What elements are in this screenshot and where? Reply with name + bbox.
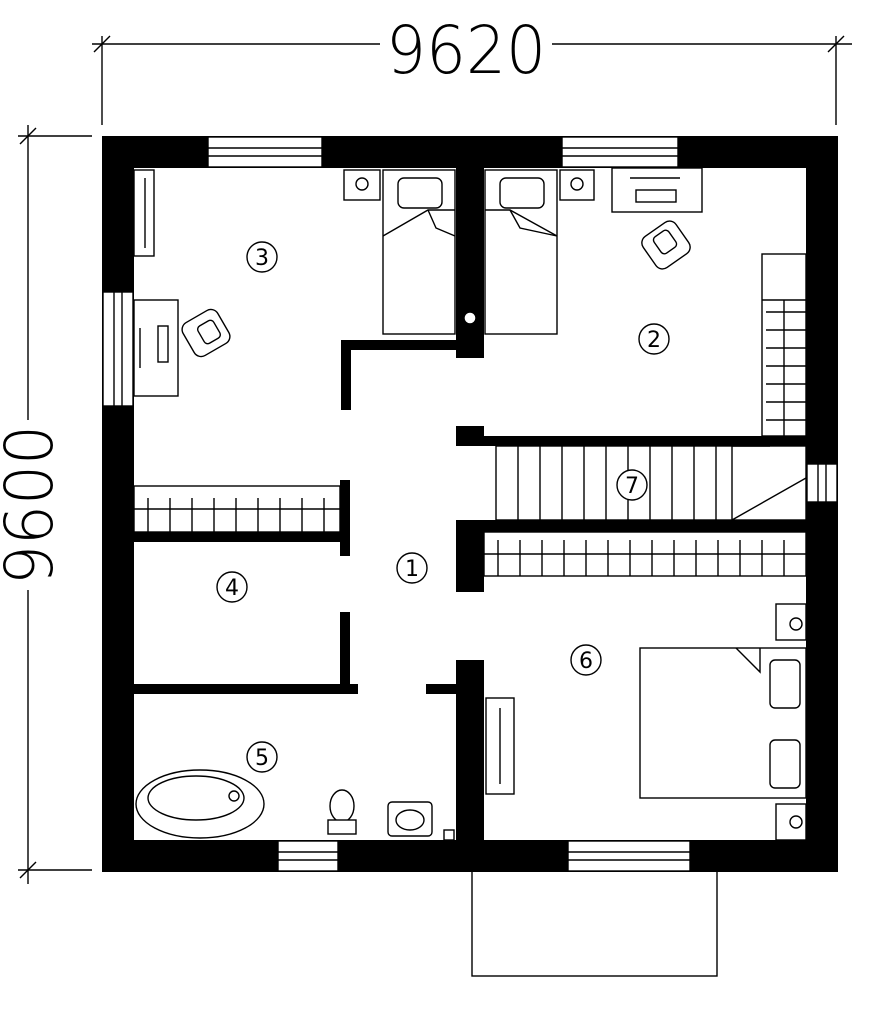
office-chair: [641, 220, 691, 270]
room-number-4: 4: [216, 571, 248, 603]
nightstand: [775, 803, 807, 841]
room-number-7: 7: [616, 469, 648, 501]
interior-walls: [134, 168, 806, 840]
single-bed: [382, 169, 456, 335]
floor-drain: [443, 829, 455, 841]
office-chair: [181, 308, 231, 358]
room-number-2: 2: [638, 323, 670, 355]
toilet: [327, 789, 357, 835]
room-number-3: 3: [246, 241, 278, 273]
desk: [133, 299, 179, 397]
svg-text:2: 2: [647, 328, 661, 353]
window: [207, 136, 323, 168]
room-number-6: 6: [570, 644, 602, 676]
nightstand: [559, 169, 595, 201]
staircase: [495, 445, 807, 522]
room-number-5: 5: [246, 741, 278, 773]
dresser: [133, 169, 155, 257]
desk: [611, 167, 703, 213]
window: [806, 463, 838, 503]
single-bed: [484, 169, 558, 335]
window: [277, 840, 339, 872]
svg-text:3: 3: [255, 246, 269, 271]
height-dimension: 9600: [0, 125, 92, 884]
width-dimension-label: 9620: [386, 12, 546, 89]
window: [561, 136, 679, 168]
svg-text:7: 7: [625, 474, 639, 499]
wardrobe-room-2: [761, 253, 807, 437]
window: [102, 291, 134, 407]
nightstand: [775, 603, 807, 641]
bathtub: [135, 769, 265, 839]
svg-text:1: 1: [405, 557, 419, 582]
room-number-1: 1: [396, 552, 428, 584]
height-dimension-label: 9600: [0, 425, 68, 585]
window: [567, 840, 691, 872]
width-dimension: 9620: [92, 12, 852, 125]
svg-text:5: 5: [255, 746, 269, 771]
svg-text:4: 4: [225, 576, 239, 601]
column: [463, 311, 477, 325]
dresser: [485, 697, 515, 795]
wardrobe-right: [483, 531, 807, 577]
wardrobe-left: [133, 485, 341, 533]
balcony: [471, 867, 718, 977]
windows: [102, 136, 838, 872]
svg-text:6: 6: [579, 649, 593, 674]
sink: [387, 801, 433, 837]
nightstand: [343, 169, 381, 201]
double-bed: [639, 647, 807, 799]
